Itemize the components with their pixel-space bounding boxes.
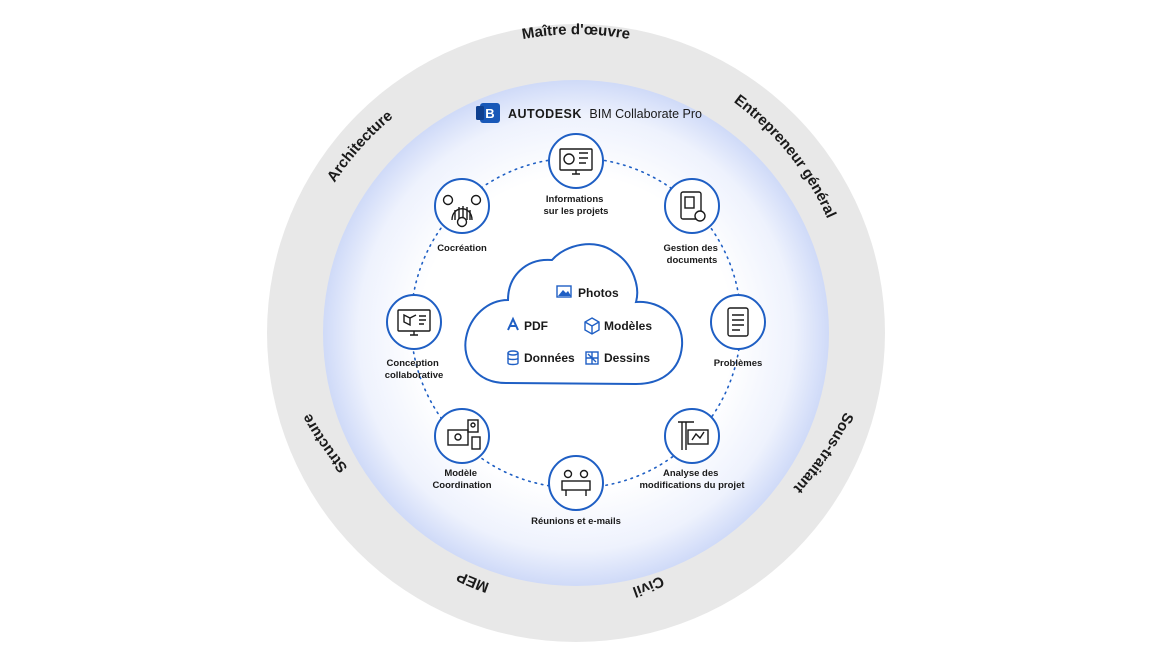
node-conception: Conception collaborative bbox=[385, 294, 444, 381]
node-cocreation: Cocréation bbox=[434, 178, 490, 254]
database-icon bbox=[507, 350, 519, 366]
svg-text:Informations sur les pro: Informations sur les projets bbox=[544, 194, 609, 217]
brand-company: AUTODESK bbox=[508, 107, 582, 121]
svg-text:Conception collaborative: Conception collaborative bbox=[385, 358, 444, 381]
crane-monitor-icon bbox=[678, 421, 709, 450]
cocreation-icon bbox=[442, 194, 482, 228]
cloud-item-modeles: Modèles bbox=[584, 317, 652, 335]
svg-text:Données: Données bbox=[524, 351, 575, 365]
cloud-item-photos: Photos bbox=[556, 285, 619, 300]
coordination-monitor-icon bbox=[447, 419, 481, 450]
svg-text:Modèles: Modèles bbox=[604, 319, 652, 333]
pdf-icon bbox=[507, 316, 519, 331]
photo-icon bbox=[556, 285, 572, 298]
svg-text:Problèmes: Problèmes bbox=[714, 358, 763, 369]
issues-tablet-icon bbox=[727, 307, 749, 337]
svg-text:Réunions et e-mails: Réunions et e-mails bbox=[531, 516, 621, 527]
svg-text:Photos: Photos bbox=[578, 286, 619, 300]
brand-header: B AUTODESK BIM Collaborate Pro bbox=[476, 103, 702, 123]
svg-text:Dessins: Dessins bbox=[604, 351, 650, 365]
svg-text:Gestion des documents: Gestion des documents bbox=[663, 243, 720, 266]
brand-product: BIM Collaborate Pro bbox=[589, 107, 702, 121]
document-tablet-icon bbox=[680, 191, 706, 222]
meeting-icon bbox=[561, 469, 591, 496]
data-cloud bbox=[464, 243, 684, 386]
cloud-item-pdf: PDF bbox=[507, 316, 548, 333]
svg-text:PDF: PDF bbox=[524, 319, 548, 333]
node-problemes: Problèmes bbox=[710, 294, 766, 369]
cloud-item-donnees: Données bbox=[507, 350, 575, 366]
model-cube-icon bbox=[584, 317, 600, 335]
node-analyse: Analyse des modifications du projet bbox=[639, 408, 745, 491]
dashboard-monitor-icon bbox=[559, 148, 593, 175]
node-reunions: Réunions et e-mails bbox=[531, 455, 621, 527]
brand-logo-letter: B bbox=[485, 106, 494, 121]
node-informations: Informations sur les projets bbox=[544, 133, 609, 217]
node-modele: Modèle Coordination bbox=[432, 408, 492, 491]
ring-label-maitre: Maître d'œuvre bbox=[521, 21, 632, 43]
drawing-icon bbox=[585, 351, 599, 365]
svg-text:Cocréation: Cocréation bbox=[437, 243, 487, 254]
design-monitor-icon bbox=[397, 309, 431, 336]
node-gestion: Gestion des documents bbox=[663, 178, 720, 266]
cloud-item-dessins: Dessins bbox=[585, 351, 650, 365]
svg-text:Analyse des modification: Analyse des modifications du projet bbox=[639, 468, 745, 491]
svg-text:AUTODESK BIM Collaborate: AUTODESK BIM Collaborate Pro bbox=[508, 107, 702, 121]
svg-text:Modèle Coordination: Modèle Coordination bbox=[432, 468, 491, 491]
brand-logo-icon bbox=[480, 103, 500, 123]
